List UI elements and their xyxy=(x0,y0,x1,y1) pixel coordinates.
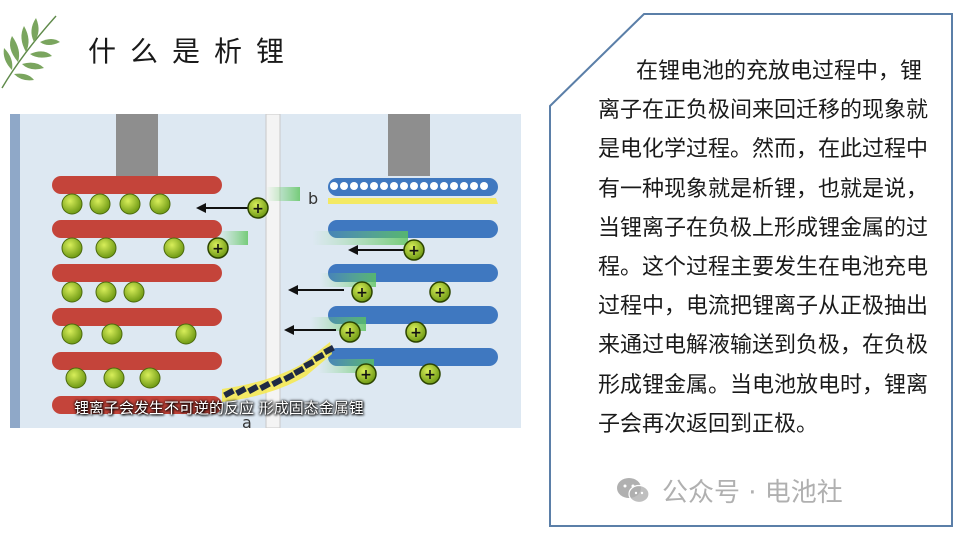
ion-charge-sign: + xyxy=(212,241,224,257)
dendrite-segment xyxy=(259,381,271,391)
lithium-deposit xyxy=(470,182,478,190)
positive-electrode-layer xyxy=(52,352,222,370)
label-a: a xyxy=(242,413,252,428)
positive-electrode-layer xyxy=(52,220,222,238)
explanation-box: 在锂电池的充放电过程中，锂离子在正负极间来回迁移的现象就是电化学过程。然而，在此… xyxy=(548,12,954,528)
lithium-ion xyxy=(95,281,117,303)
positive-electrode-layer xyxy=(52,308,222,326)
lithium-deposit xyxy=(400,182,408,190)
lithium-ion xyxy=(139,367,161,389)
negative-electrode-layer xyxy=(328,306,498,324)
lithium-deposit xyxy=(350,182,358,190)
lithium-plating-layer xyxy=(328,192,498,204)
watermark: 公众号 · 电池社 xyxy=(616,472,843,509)
lithium-deposit xyxy=(410,182,418,190)
lithium-ion xyxy=(103,367,125,389)
lithium-deposit xyxy=(370,182,378,190)
lithium-ion-charged xyxy=(355,363,377,385)
lithium-ion xyxy=(119,193,141,215)
lithium-ion xyxy=(89,193,111,215)
lithium-ion xyxy=(61,193,83,215)
positive-current-collector xyxy=(116,114,158,176)
lithium-ion xyxy=(123,281,145,303)
ion-trail xyxy=(312,231,408,245)
dendrite-segment xyxy=(235,386,247,396)
negative-current-collector xyxy=(388,114,430,176)
dendrite-segment xyxy=(247,384,259,394)
lithium-ion xyxy=(101,323,123,345)
lithium-ion xyxy=(65,367,87,389)
ion-charge-sign: + xyxy=(360,367,372,383)
leaf-decoration xyxy=(1,15,60,89)
lithium-ion xyxy=(163,237,185,259)
dendrite-segment xyxy=(271,377,283,387)
dendrite-segment xyxy=(313,352,325,362)
lithium-deposit xyxy=(460,182,468,190)
wechat-icon xyxy=(617,477,650,503)
lithium-ion-charged xyxy=(405,321,427,343)
ion-charge-sign: + xyxy=(356,285,368,301)
lithium-deposit xyxy=(480,182,488,190)
lithium-deposit xyxy=(420,182,428,190)
ion-charge-sign: + xyxy=(344,325,356,341)
lithium-ion-charged xyxy=(207,237,229,259)
lithium-ion xyxy=(175,323,197,345)
dendrite-segment xyxy=(293,366,305,376)
ion-charge-sign: + xyxy=(434,285,446,301)
lithium-deposit xyxy=(430,182,438,190)
ion-charge-sign: + xyxy=(252,201,264,217)
dendrite-segment xyxy=(223,388,235,398)
lithium-deposit xyxy=(440,182,448,190)
lithium-ion xyxy=(61,323,83,345)
ion-charge-sign: + xyxy=(424,367,436,383)
lithium-ion-charged xyxy=(247,197,269,219)
lithium-ion xyxy=(95,237,117,259)
lithium-deposit xyxy=(390,182,398,190)
positive-electrode-layer xyxy=(52,396,222,414)
dendrite-segment xyxy=(303,359,315,369)
arrow-head xyxy=(288,285,298,295)
lithium-ion-charged xyxy=(429,281,451,303)
lithium-ion xyxy=(149,193,171,215)
explanation-text: 在锂电池的充放电过程中，锂离子在正负极间来回迁移的现象就是电化学过程。然而，在此… xyxy=(598,59,929,437)
diagram-caption: 锂离子会发生不可逆的反应 形成固态金属锂 xyxy=(74,399,364,417)
arrow-head xyxy=(196,203,206,213)
lithium-deposit xyxy=(340,182,348,190)
slide-title: 什么是析锂 xyxy=(88,35,299,68)
lithium-deposit xyxy=(360,182,368,190)
lithium-ion-charged xyxy=(351,281,373,303)
dendrite-segment xyxy=(283,372,295,382)
dendrite-segment xyxy=(323,345,335,355)
lithium-deposit xyxy=(450,182,458,190)
ion-trail xyxy=(266,187,300,201)
lithium-deposit xyxy=(380,182,388,190)
lithium-ion-charged xyxy=(419,363,441,385)
arrow-head xyxy=(348,245,358,255)
ion-charge-sign: + xyxy=(408,243,420,259)
ion-charge-sign: + xyxy=(410,325,422,341)
dendrite-highlight xyxy=(222,342,332,402)
label-b: b xyxy=(308,189,318,208)
arrow-head xyxy=(284,325,294,335)
lithium-ion xyxy=(61,237,83,259)
left-container-wall xyxy=(10,114,20,428)
lithium-ion-charged xyxy=(339,321,361,343)
watermark-text: 公众号 · 电池社 xyxy=(662,478,843,508)
positive-electrode-layer xyxy=(52,264,222,282)
lithium-ion xyxy=(61,281,83,303)
positive-electrode-layer xyxy=(52,176,222,194)
lithium-plating-diagram: + + + + + + + + + b a 锂离子会发生不可逆的反应 形成固态金属锂 xyxy=(10,113,521,432)
lithium-ion-charged xyxy=(403,239,425,261)
lithium-deposit xyxy=(330,182,338,190)
